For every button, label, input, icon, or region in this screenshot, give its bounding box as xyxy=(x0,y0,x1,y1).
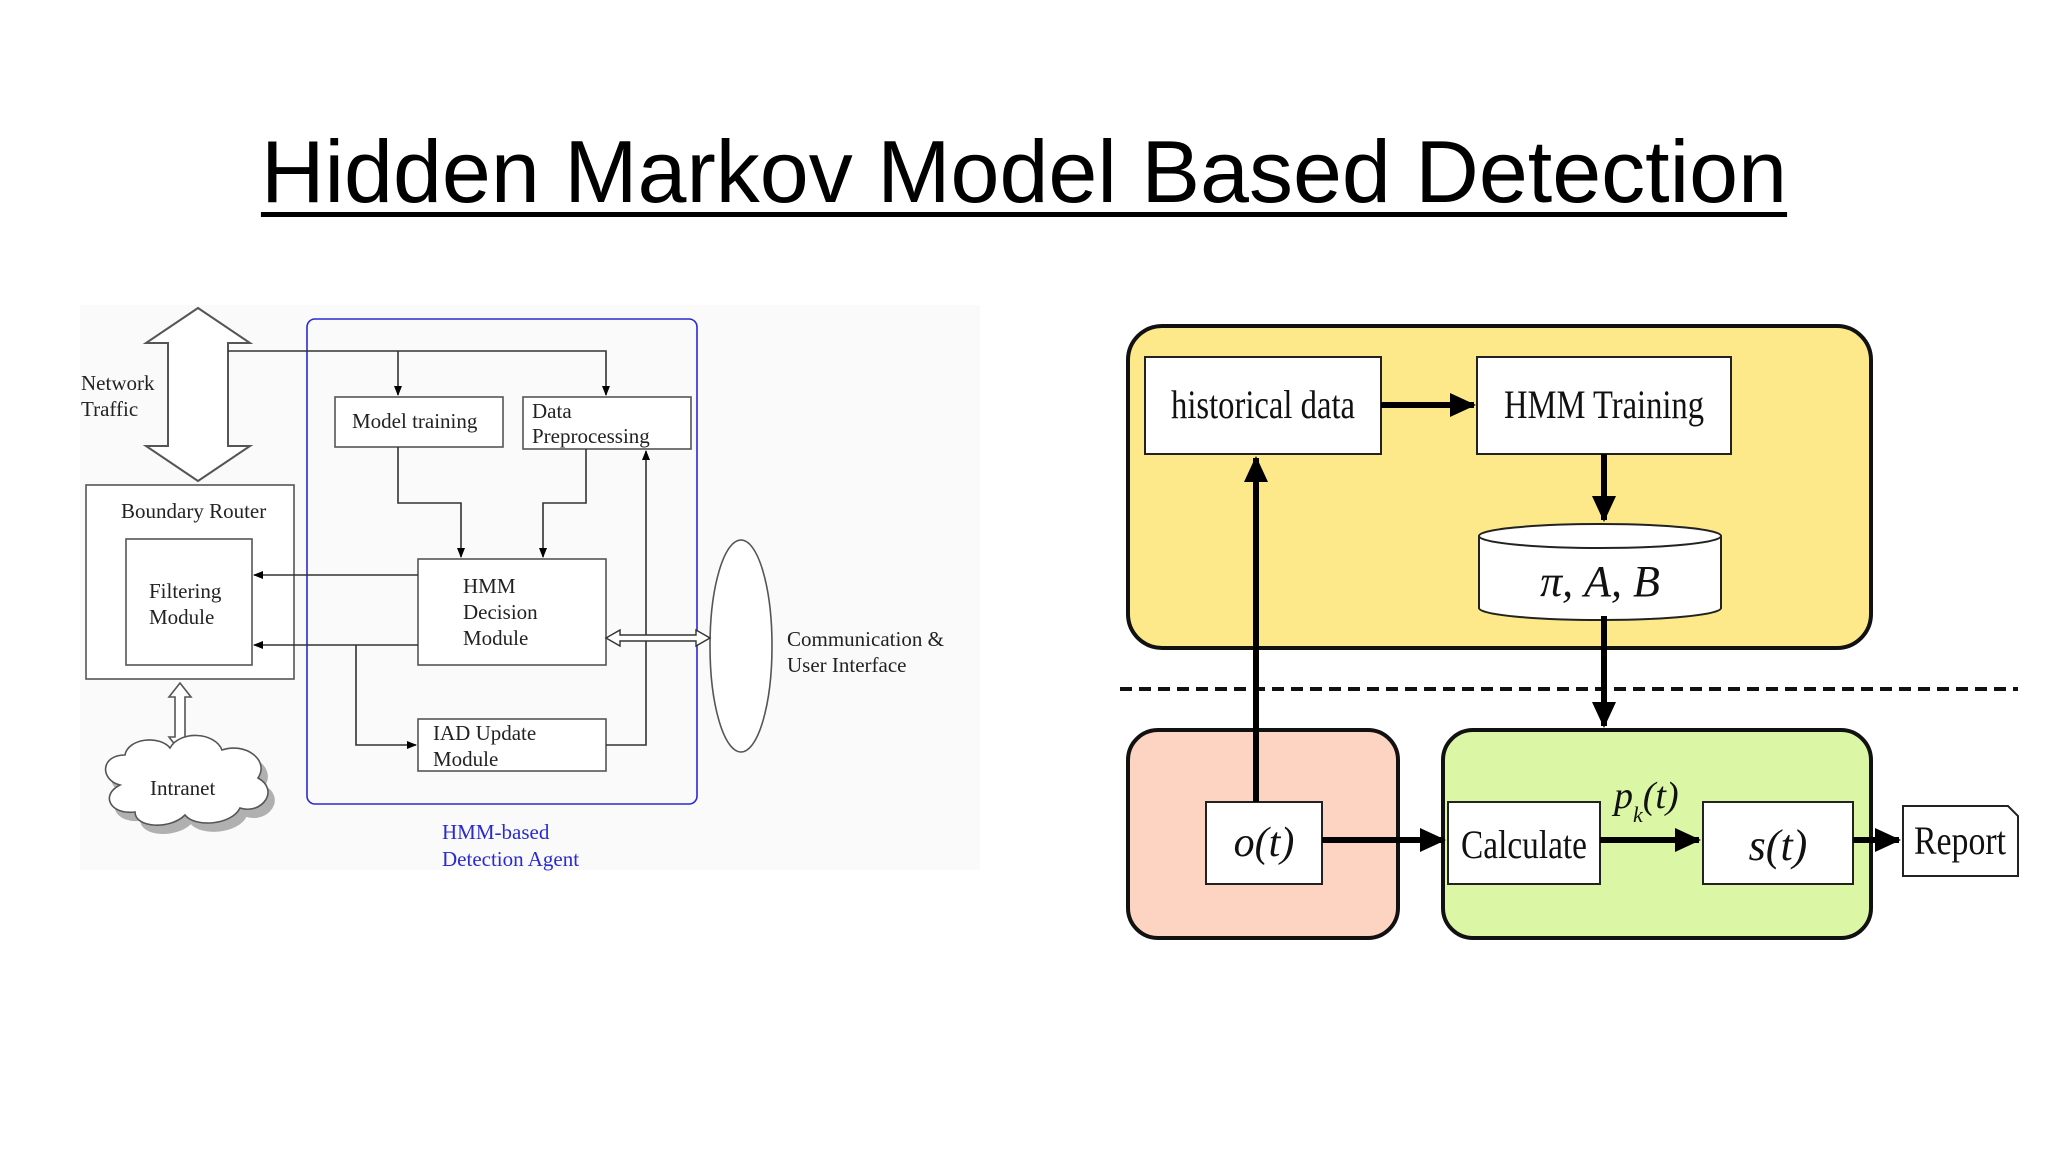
probability-label: pk(t) xyxy=(1611,775,1679,827)
slide-title: Hidden Markov Model Based Detection xyxy=(260,122,1788,221)
detection-agent-label: HMM-based Detection Agent xyxy=(442,820,579,871)
model-training-label: Model training xyxy=(352,409,478,433)
calculate-box xyxy=(1447,801,1601,885)
report-label: Report xyxy=(1914,818,2006,863)
historical-data-label: historical data xyxy=(1171,382,1355,427)
network-traffic-arrow xyxy=(142,306,254,483)
observation-box xyxy=(1205,801,1323,885)
intranet-label: Intranet xyxy=(150,776,215,800)
hmm-training-label: HMM Training xyxy=(1504,382,1704,427)
detection-agent-boundary xyxy=(306,318,698,805)
report-box xyxy=(1902,805,2019,877)
iad-update-module-box xyxy=(417,718,607,772)
historical-data-box xyxy=(1144,356,1382,455)
data-preprocessing-box xyxy=(522,396,692,450)
iad-update-module-label: IAD Update Module xyxy=(433,721,541,771)
left-diagram-connectors xyxy=(228,350,650,749)
parameters-label: π, A, B xyxy=(1540,557,1660,606)
parameters-database xyxy=(1478,523,1722,621)
communication-link-arrow xyxy=(604,628,712,648)
observation-label: o(t) xyxy=(1234,820,1295,866)
hmm-decision-module-box xyxy=(417,558,607,666)
boundary-router-label: Boundary Router xyxy=(121,499,266,523)
right-diagram-connectors xyxy=(1244,393,1901,852)
filtering-module-label: Filtering Module xyxy=(149,579,227,629)
communication-interface-ellipse xyxy=(709,539,773,753)
model-training-box xyxy=(334,396,504,448)
right-diagram: historical data HMM Training π, A, B o(t… xyxy=(1120,324,2019,940)
filtering-module-box xyxy=(125,538,253,666)
state-box xyxy=(1702,801,1854,885)
hmm-training-box xyxy=(1476,356,1732,455)
communication-interface-label: Communication & User Interface xyxy=(787,627,949,677)
intranet-cloud xyxy=(104,734,269,826)
left-diagram: Network Traffic HMM-based Detection Agen… xyxy=(80,305,980,871)
data-preprocessing-label: Data Preprocessing xyxy=(532,399,650,448)
state-label: s(t) xyxy=(1749,821,1808,870)
hmm-decision-module-label: HMM Decision Module xyxy=(463,574,543,650)
calculate-label: Calculate xyxy=(1461,822,1587,867)
network-traffic-label: Network Traffic xyxy=(81,371,160,421)
